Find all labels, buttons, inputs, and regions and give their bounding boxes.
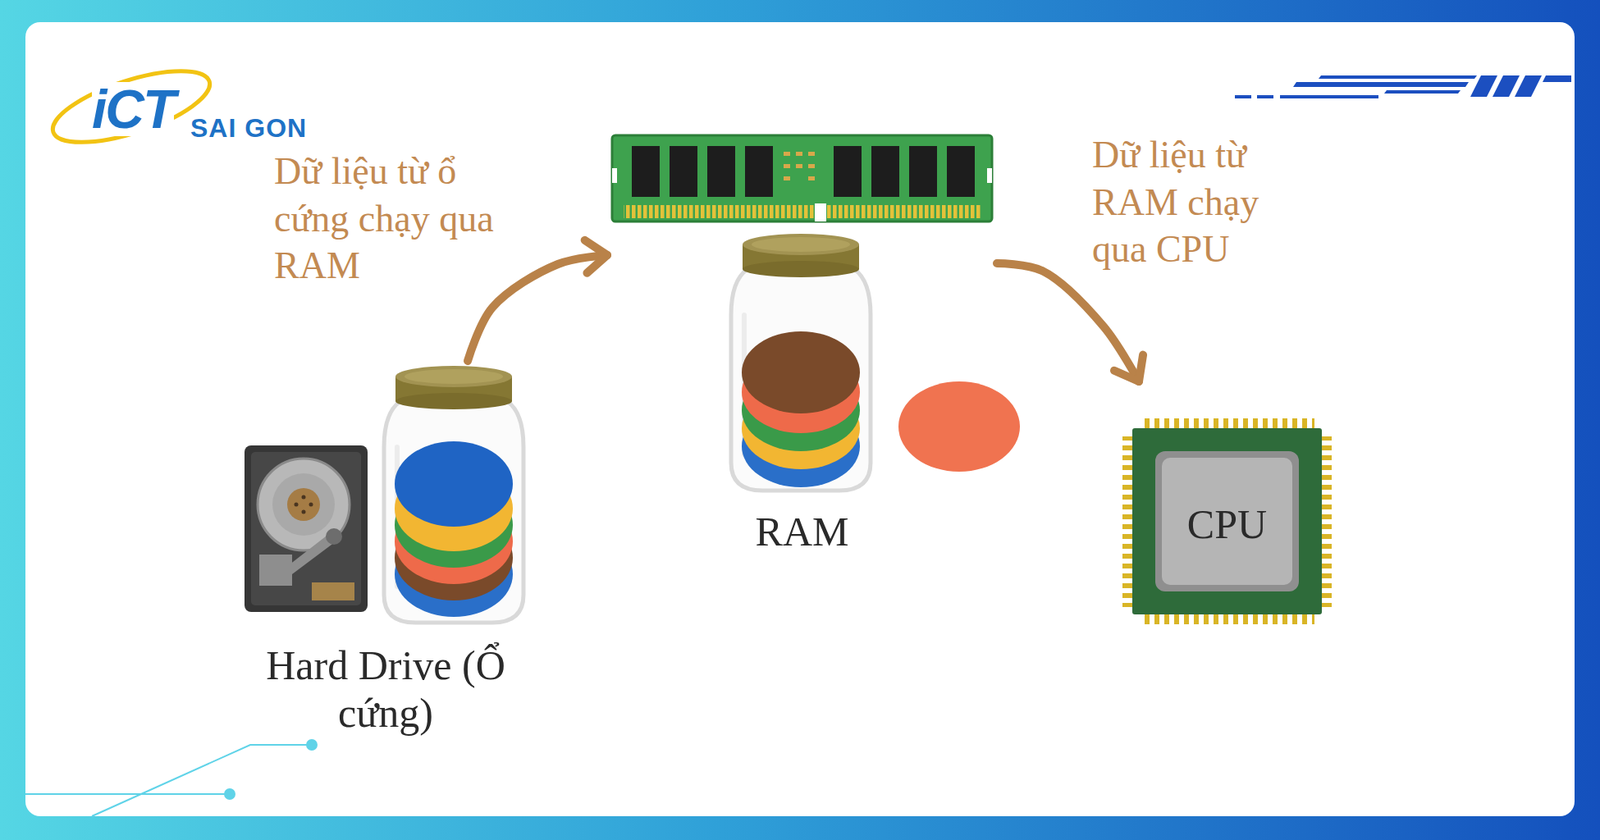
cpu-chip-part bbox=[1161, 457, 1293, 586]
ram-stick-part bbox=[631, 146, 975, 197]
cpu-chip bbox=[1122, 418, 1332, 625]
logo-orbit bbox=[45, 56, 218, 158]
deco-circuit-part bbox=[91, 745, 309, 817]
hard-drive-icon bbox=[244, 445, 368, 613]
logo-mark: iCT bbox=[91, 82, 174, 137]
flow-arrow bbox=[467, 255, 608, 362]
ram-node: RAM bbox=[607, 131, 997, 557]
hard-drive-icon-part bbox=[244, 445, 368, 613]
hard-drive-jar-part bbox=[384, 401, 524, 623]
deco-stripes bbox=[1234, 75, 1572, 99]
hard-drive-jar-part bbox=[394, 441, 513, 527]
ram-stick-part bbox=[795, 151, 803, 156]
ram-stick-part bbox=[707, 146, 736, 197]
ram-stick-part bbox=[808, 151, 815, 156]
ram-stick-part bbox=[946, 146, 975, 197]
ram-stick-part bbox=[909, 146, 938, 197]
hard-drive-icon-part bbox=[301, 495, 307, 500]
ram-stick-part bbox=[783, 151, 815, 181]
hard-drive-icon-part bbox=[257, 458, 350, 551]
hard-drive-icon-part bbox=[301, 510, 307, 515]
deco-circuit-part bbox=[25, 793, 227, 796]
hard-drive-icon-part bbox=[309, 502, 314, 508]
ram-stick-part bbox=[745, 146, 773, 197]
data-disc bbox=[898, 381, 1020, 472]
cpu-chip-part bbox=[1132, 428, 1322, 615]
ram-stick-part bbox=[783, 176, 791, 181]
deco-stripes-part bbox=[1470, 75, 1498, 97]
ram-stick-part bbox=[612, 135, 992, 222]
ram-stick-part bbox=[795, 164, 803, 169]
ram-stick-part bbox=[783, 151, 791, 156]
deco-circuit-part bbox=[306, 740, 317, 750]
ram-stick bbox=[612, 135, 992, 222]
deco-circuit-part bbox=[224, 789, 235, 800]
ram-stick-part bbox=[808, 176, 815, 181]
ram-stick-part bbox=[808, 164, 815, 169]
cpu-chip-part bbox=[1155, 451, 1299, 592]
ram-jar-part bbox=[742, 233, 860, 278]
hard-drive-icon-part bbox=[272, 473, 335, 536]
deco-stripes-part bbox=[1514, 75, 1542, 97]
deco-stripes-part bbox=[1280, 95, 1379, 99]
deco-stripes-part bbox=[1384, 90, 1461, 94]
ram-stick-part bbox=[833, 146, 862, 197]
ram-stick-part bbox=[987, 168, 992, 183]
edge-label: Dữ liệu từ ổ cứng chạy qua RAM bbox=[274, 147, 521, 290]
node-label: CPU bbox=[1187, 501, 1267, 549]
hard-drive-icon-part bbox=[251, 452, 362, 606]
hard-drive-icon-part bbox=[325, 528, 343, 545]
ram-stick-part bbox=[623, 205, 982, 219]
deco-stripes-part bbox=[1542, 75, 1572, 83]
ram-stick-part bbox=[612, 168, 618, 183]
cpu-node: CPU bbox=[1122, 381, 1332, 628]
hard-drive-node: Hard Drive (Ổ cứng) bbox=[237, 361, 534, 737]
deco-stripes-part bbox=[1318, 75, 1477, 79]
hard-drive-icon-part bbox=[259, 554, 293, 586]
hard-drive-jar bbox=[384, 365, 524, 623]
hard-drive-jar-part bbox=[395, 365, 512, 410]
deco-stripes-part bbox=[1293, 82, 1469, 87]
ram-stick-part bbox=[631, 146, 660, 197]
deco-stripes-part bbox=[1257, 95, 1274, 99]
edge-label: Dữ liệu từ RAM chạy qua CPU bbox=[1092, 131, 1314, 274]
deco-circuit bbox=[25, 740, 317, 817]
ram-jar-part bbox=[741, 331, 860, 414]
node-label: Hard Drive (Ổ cứng) bbox=[237, 642, 534, 737]
ram-stick-part bbox=[669, 146, 698, 197]
flow-arrow bbox=[996, 263, 1139, 382]
hard-drive-icon-part bbox=[287, 488, 320, 522]
ram-jar bbox=[731, 233, 871, 491]
ram-stick-part bbox=[814, 203, 827, 222]
ram-jar-part bbox=[731, 269, 871, 491]
deco-stripes-part bbox=[1492, 75, 1520, 97]
panel bbox=[25, 22, 1575, 817]
ram-stick-part bbox=[871, 146, 900, 197]
deco-stripes-part bbox=[1234, 95, 1252, 99]
hard-drive-icon-part bbox=[294, 502, 299, 508]
logo-text: SAI GON bbox=[190, 114, 307, 142]
ram-stick-part bbox=[783, 164, 791, 169]
hard-drive-icon-part bbox=[311, 582, 355, 601]
logo-orbit-part bbox=[45, 56, 218, 158]
node-label: RAM bbox=[607, 508, 997, 557]
